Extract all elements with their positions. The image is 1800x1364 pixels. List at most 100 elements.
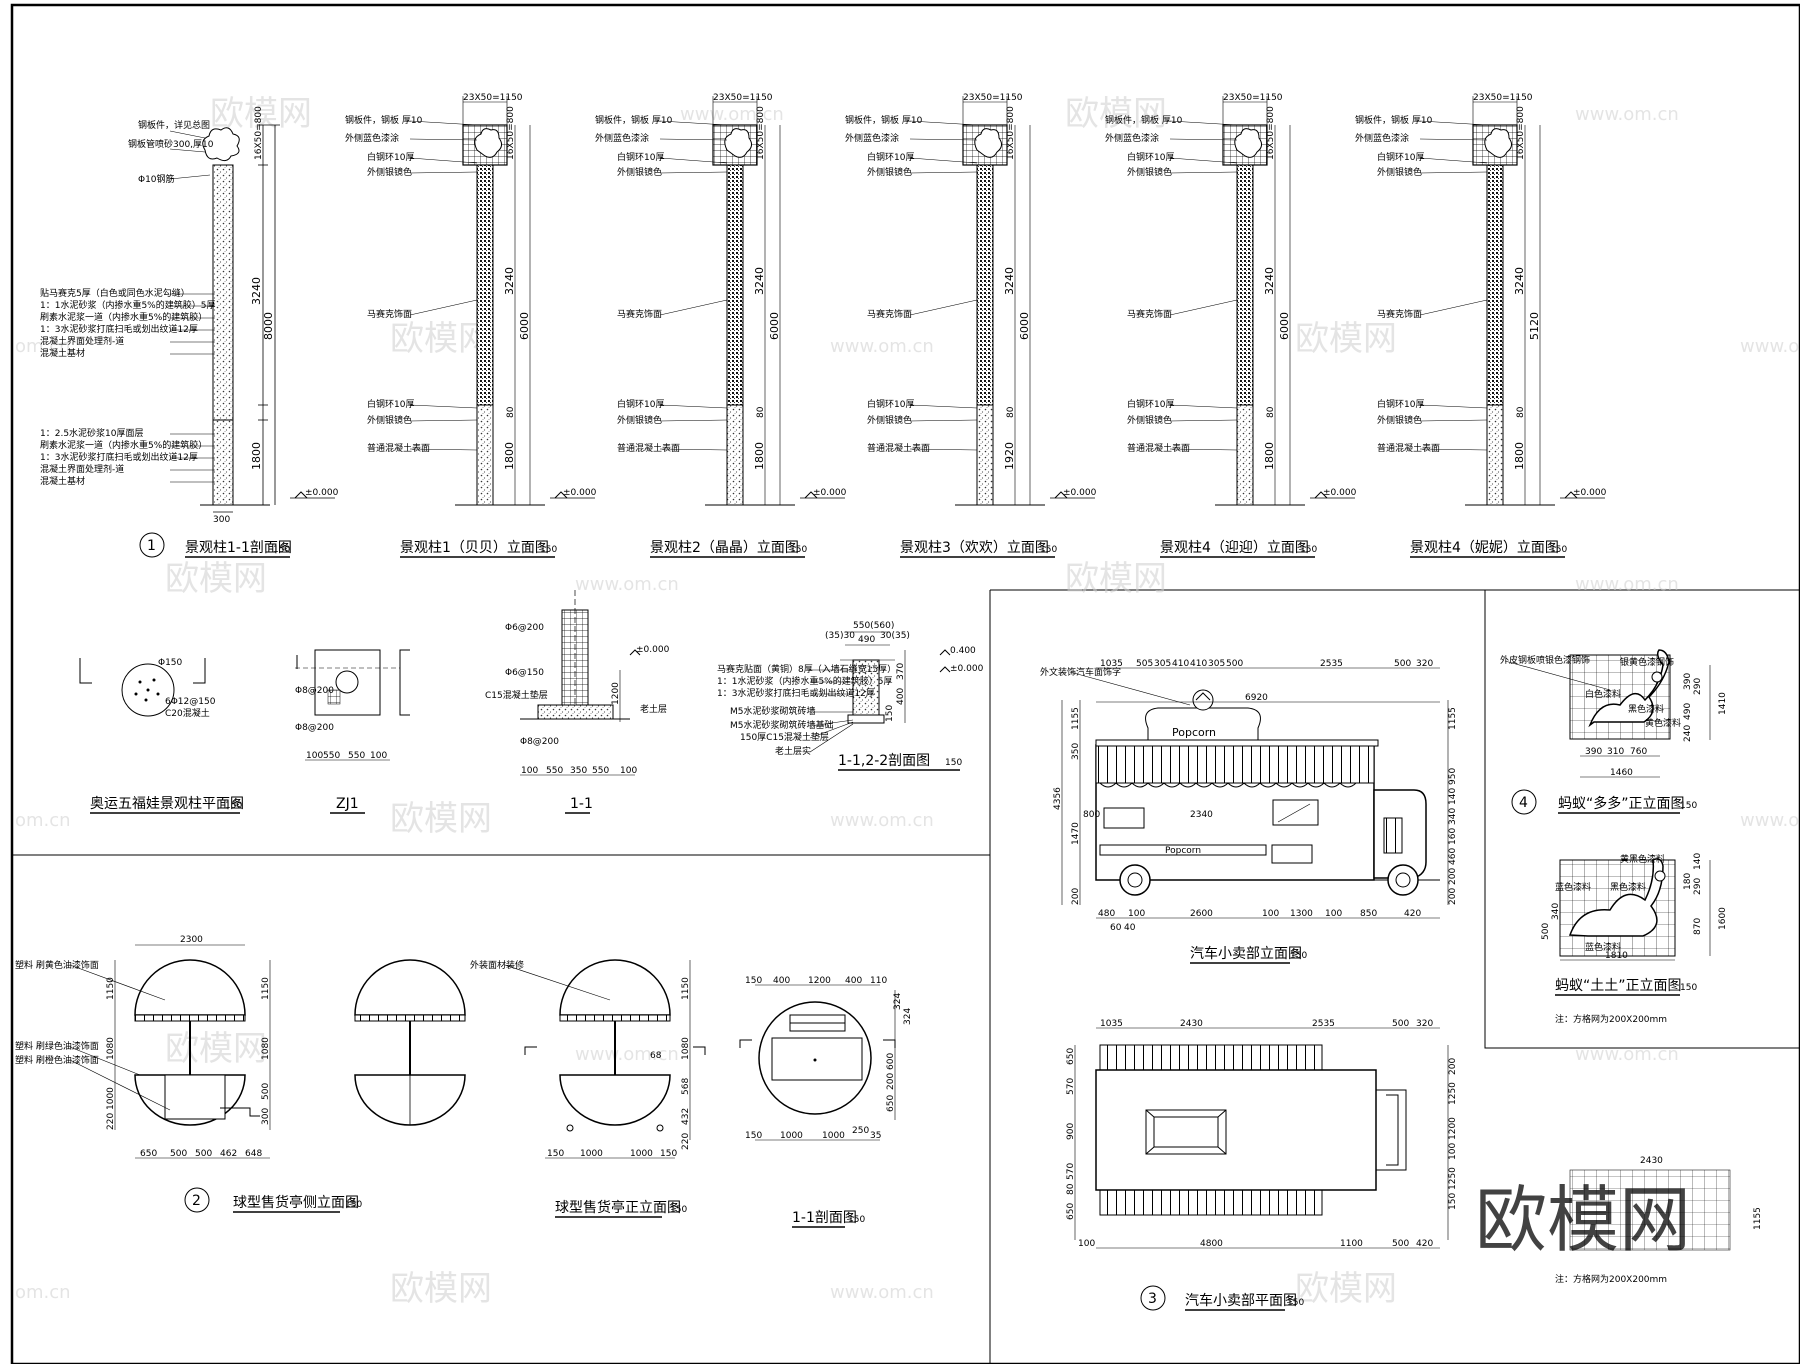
- svg-text:欧模网: 欧模网: [1295, 319, 1397, 359]
- kiosk-side-h3: 1000: [106, 1087, 116, 1110]
- ants-grid-note: 注：方格网为200X200mm: [1555, 1013, 1667, 1025]
- svg-text:www.om.cn: www.om.cn: [1740, 810, 1800, 831]
- ant1-title: 蚂蚁“多多”正立面图: [1558, 795, 1685, 812]
- car-elev-top-8: 500: [1394, 659, 1411, 669]
- section11-level: ±0.000: [636, 645, 670, 655]
- zj1-title: ZJ1: [336, 796, 359, 812]
- elevation-2-note-band1: 白钢环10厚: [617, 151, 664, 163]
- bottom-grid-note: 注：方格网为200X200mm: [1555, 1273, 1667, 1285]
- elevation-5-note-top2: 外侧蓝色漆涂: [1355, 132, 1409, 144]
- elevation-1-dim-top: 16X50=800: [506, 106, 516, 160]
- svg-text:www.om.cn: www.om.cn: [830, 336, 934, 357]
- svg-text:欧模网: 欧模网: [165, 1029, 267, 1069]
- section22-level-b: ±0.000: [950, 664, 984, 674]
- elevation-5-note-low1: 白钢环10厚: [1377, 398, 1424, 410]
- section11-dim-3: 550: [592, 766, 609, 776]
- section11-dim-1: 550: [546, 766, 563, 776]
- car-plan-right-2: 1200: [1448, 1117, 1458, 1140]
- kiosk-side-b1: 500: [170, 1149, 187, 1159]
- svg-text:www.om.cn: www.om.cn: [575, 574, 679, 595]
- ant1-note-1: 银黄色漆钢饰: [1620, 656, 1674, 668]
- section22-dim-h2: 400: [896, 688, 906, 705]
- car-elev-top-3: 410: [1172, 659, 1189, 669]
- elevation-2-dim-total: 6000: [768, 312, 781, 340]
- section22-dim-h3: 150: [885, 705, 895, 722]
- pillar-dim-base: 1800: [250, 442, 263, 470]
- car-elev-left-0: 4356: [1053, 787, 1063, 810]
- svg-text:om.cn: om.cn: [15, 810, 71, 831]
- section11-title: 1-1: [570, 796, 593, 812]
- ant1-note-4: 黄色漆料: [1645, 717, 1681, 729]
- pillar-elevations: 23X50=115016X50=80032406000180080±0.000景…: [345, 93, 1607, 558]
- elevation-2-title: 景观柱2（晶晶）立面图: [650, 540, 799, 556]
- kiosk-sec-r0: 324: [893, 993, 903, 1010]
- elevation-5-dim-base: 1800: [1513, 442, 1526, 470]
- elevation-4-scale: 150: [1300, 545, 1317, 555]
- ant1-note-3: 黑色漆料: [1628, 703, 1664, 715]
- section22-note-0: 马赛克贴面（黄铜）8厚（入墙石缝宽15厚）: [717, 663, 896, 675]
- kiosk-sec-top-3: 400: [845, 976, 862, 986]
- kiosk-sec-bot-1: 1000: [780, 1131, 803, 1141]
- pillar-dim-top: 16X50=800: [254, 106, 264, 160]
- svg-text:欧模网: 欧模网: [390, 319, 492, 359]
- elevation-1-note-low2: 外侧银镜色: [367, 414, 412, 426]
- section22-dim-3: 30(35): [880, 631, 910, 641]
- elevation-4-level: ±0.000: [1323, 488, 1357, 498]
- section22-dim-1: (35)30: [825, 631, 855, 641]
- car-elev-top-2: 305: [1154, 659, 1171, 669]
- section22-note-3: M5水泥砂浆砌筑砖墙: [730, 705, 816, 717]
- section11-dim-0: 100: [521, 766, 538, 776]
- ant-drawings: 外皮钢板喷银色漆钢饰 银黄色漆钢饰 白色漆料 黑色漆料 黄色漆料 390 310…: [1500, 649, 1763, 1285]
- car-elev-bot-5: 100: [1325, 909, 1342, 919]
- pillar-note-top-2: Φ10钢筋: [138, 173, 175, 185]
- kiosk-drawings: 2300 1150 1080 1150 1080 1000 220 500 30…: [15, 935, 913, 1228]
- elevation-4-note-low2: 外侧银镜色: [1127, 414, 1172, 426]
- car-plan-right-1: 1250: [1448, 1082, 1458, 1105]
- elevation-head-figure: [1484, 128, 1513, 158]
- svg-text:www.om.cn: www.om.cn: [1575, 574, 1679, 595]
- car-elev-right-7: 200: [1448, 888, 1458, 905]
- section22-dim-0: 550(560): [853, 621, 894, 631]
- car-plan-bot-2: 1100: [1340, 1239, 1363, 1249]
- car-elev-bot-0: 480: [1098, 909, 1115, 919]
- elevation-head-figure: [974, 128, 1003, 158]
- elevation-4-note-low3: 普通混凝土表面: [1127, 442, 1190, 454]
- kiosk-middle: [354, 959, 466, 1126]
- ant2-note-1: 蓝色漆料: [1555, 881, 1591, 893]
- svg-text:欧模网: 欧模网: [165, 559, 267, 599]
- kiosk-section: 150 400 1200 400 110 150 1000 1000 250 3…: [739, 976, 913, 1141]
- plan-title: 奥运五福娃景观柱平面图: [90, 795, 244, 812]
- elevation-2-note-low3: 普通混凝土表面: [617, 442, 680, 454]
- ant2-note-0: 黄黑色漆料: [1620, 853, 1665, 865]
- bottom-grid-dim2: 1155: [1753, 1207, 1763, 1230]
- section11-note-4: 老土层: [640, 703, 667, 715]
- svg-text:www.om.cn: www.om.cn: [680, 104, 784, 125]
- elevation-3: [909, 96, 1095, 506]
- kiosk-index: 2: [192, 1193, 201, 1209]
- elevation-3-scale: 150: [1040, 545, 1057, 555]
- car-elev-bot-2: 2600: [1190, 909, 1213, 919]
- ant2-dim-7: 180: [1683, 873, 1693, 890]
- zj1-dim-3: 100: [370, 751, 387, 761]
- svg-text:www.om.cn: www.om.cn: [1740, 336, 1800, 357]
- car-plan-top-4: 320: [1416, 1019, 1433, 1029]
- pillar-dim-width: 300: [213, 515, 230, 525]
- kiosk-front-note: 外装面材装修: [470, 959, 524, 971]
- ant1-scale: 150: [1680, 801, 1697, 811]
- ant1-dim-7: 290: [1693, 678, 1703, 695]
- elevation-1-note-band2: 外侧银镜色: [367, 166, 412, 178]
- kiosk-sec-bot-3: 250: [852, 1126, 869, 1136]
- kiosk-front-mark: 68: [650, 1051, 662, 1061]
- elevation-5-note-band1: 白钢环10厚: [1377, 151, 1424, 163]
- kiosk-side-scale: 150: [345, 1200, 362, 1210]
- pillar-section-index: 1: [147, 538, 156, 554]
- elevation-3-dim-head: 23X50=1150: [963, 93, 1023, 103]
- car-plan-right-0: 200: [1448, 1058, 1458, 1075]
- car-elev-right-3: 340: [1448, 808, 1458, 825]
- car-note: 外文装饰汽车面饰字: [1040, 666, 1121, 678]
- elevation-5: [1419, 96, 1605, 506]
- car-elev-top-5: 305: [1208, 659, 1225, 669]
- svg-text:欧模网: 欧模网: [390, 799, 492, 839]
- elevation-4-dim-mid: 3240: [1263, 267, 1276, 295]
